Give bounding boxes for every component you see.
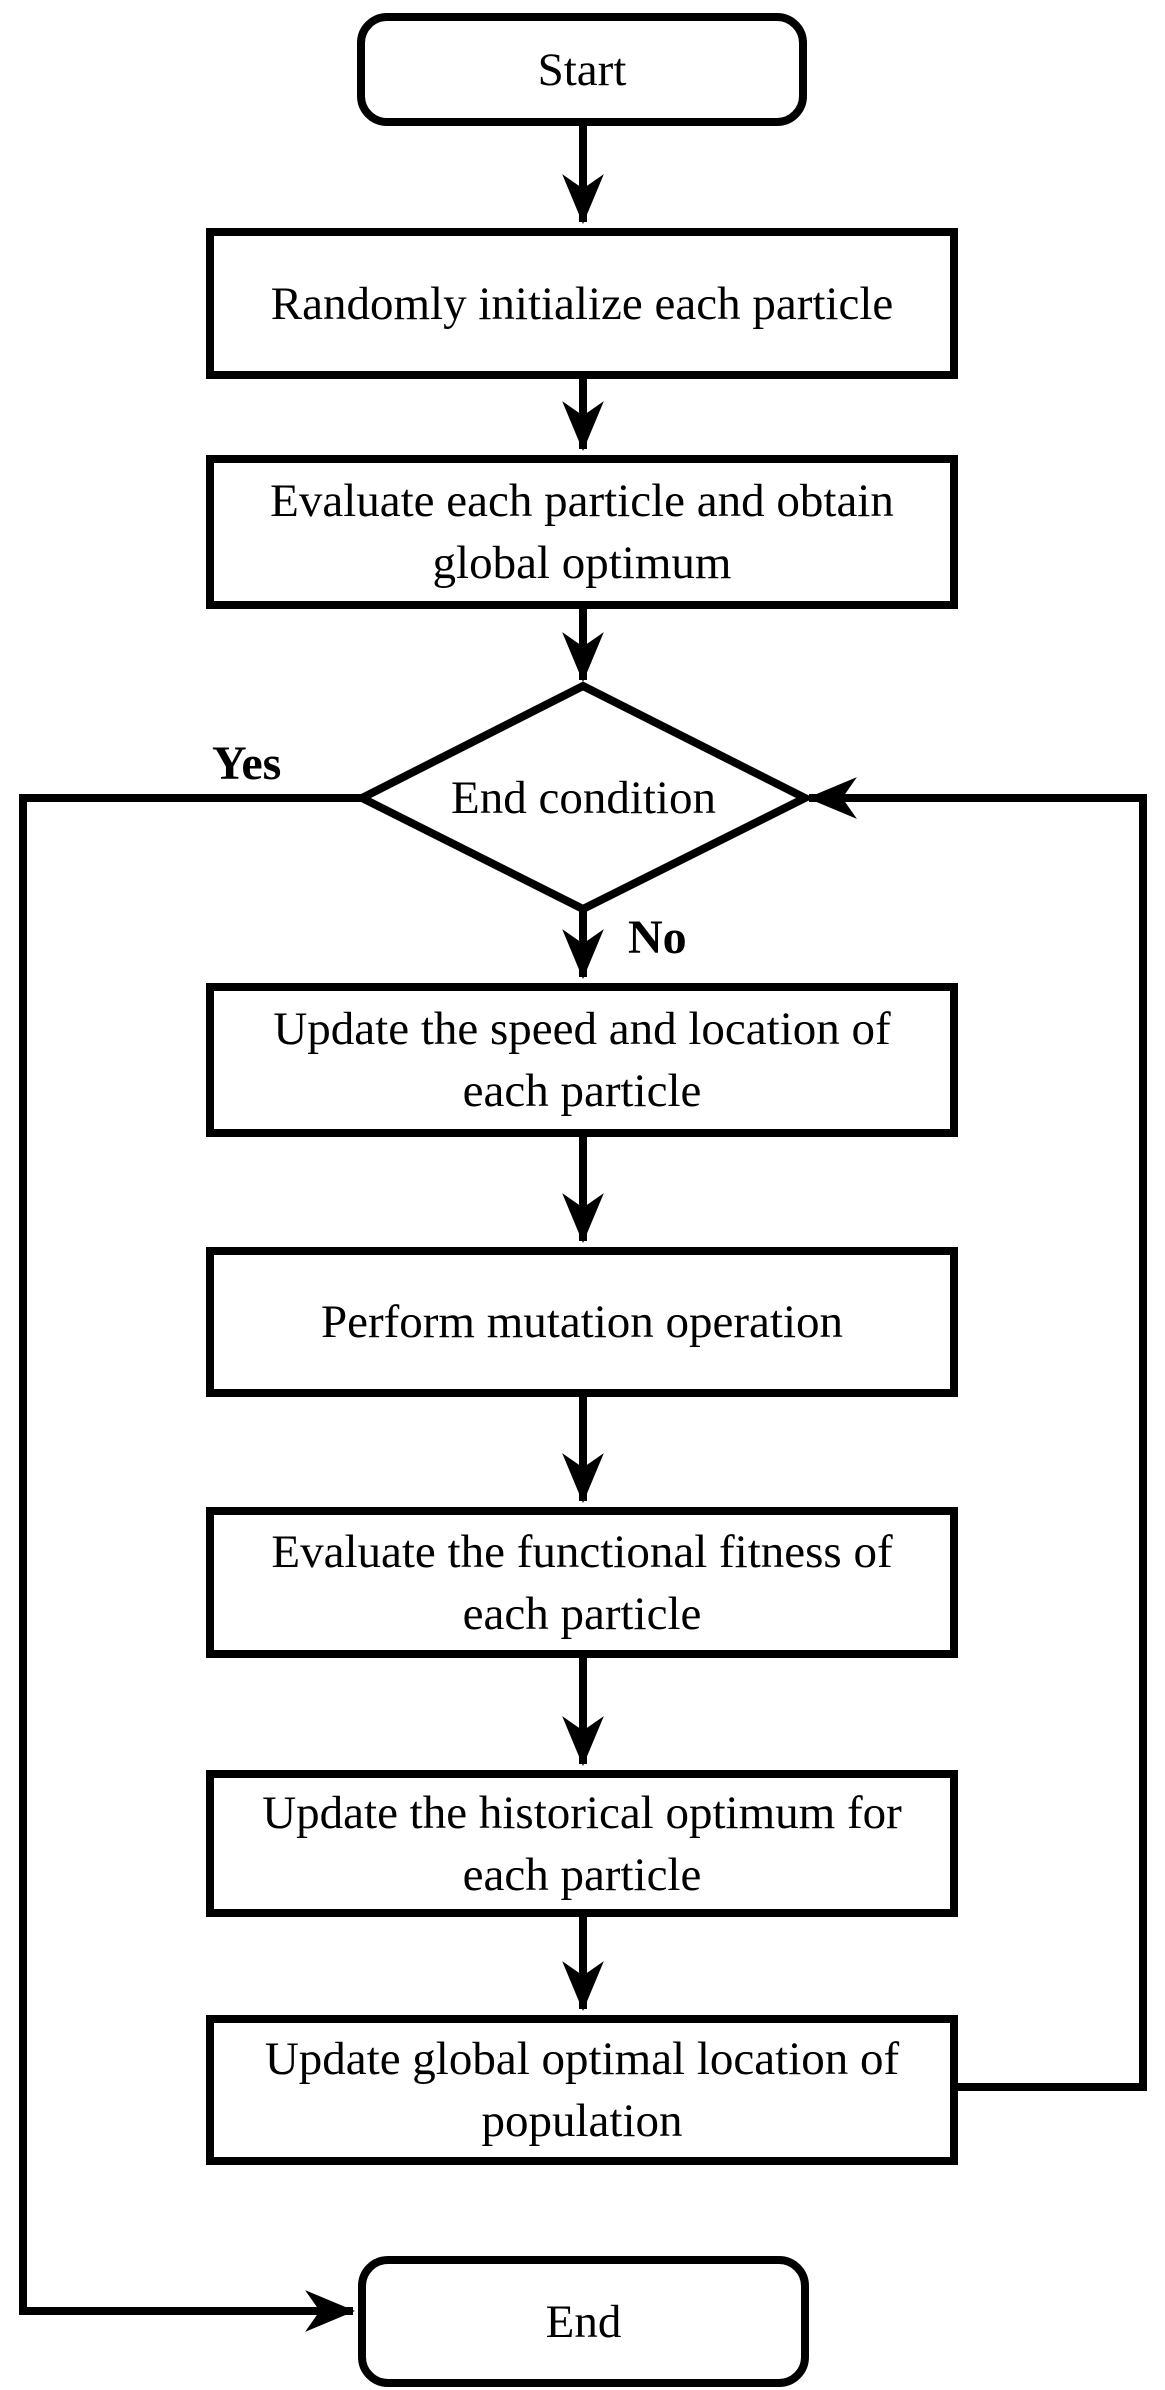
node-initialize-label: Randomly initialize each particle [270,277,894,330]
node-fitness-label: Evaluate the functional fitness of each … [271,1525,893,1640]
node-end-condition-label: End condition [451,771,716,824]
decision-diamond-shape [353,681,814,914]
node-global-location-label: Update global optimal location of popula… [264,2033,900,2147]
node-end-condition: End condition [362,686,805,909]
node-evaluate-obtain-label: Evaluate each particle and obtain global… [270,475,894,589]
connector-yes-branch [19,794,362,2332]
node-start: Start [357,13,807,126]
node-global-location: Update global optimal location of popula… [206,2015,958,2165]
node-mutation-label: Perform mutation operation [320,1296,844,1348]
yes-edge-label: Yes [212,737,282,790]
node-end: End [358,2256,809,2387]
node-initialize: Randomly initialize each particle [206,228,958,379]
connector-feedback-loop [806,777,1147,2091]
node-evaluate-obtain: Evaluate each particle and obtain global… [206,455,958,609]
node-mutation: Perform mutation operation [206,1247,958,1397]
node-start-label: Start [537,43,627,96]
node-fitness: Evaluate the functional fitness of each … [206,1507,958,1658]
node-update-speed: Update the speed and location of each pa… [206,983,958,1137]
node-historical-label: Update the historical optimum for each p… [262,1786,902,1901]
node-historical: Update the historical optimum for each p… [206,1770,958,1917]
node-update-speed-label: Update the speed and location of each pa… [273,1003,891,1117]
no-edge-label: No [628,911,687,964]
node-end-label: End [545,2295,622,2348]
